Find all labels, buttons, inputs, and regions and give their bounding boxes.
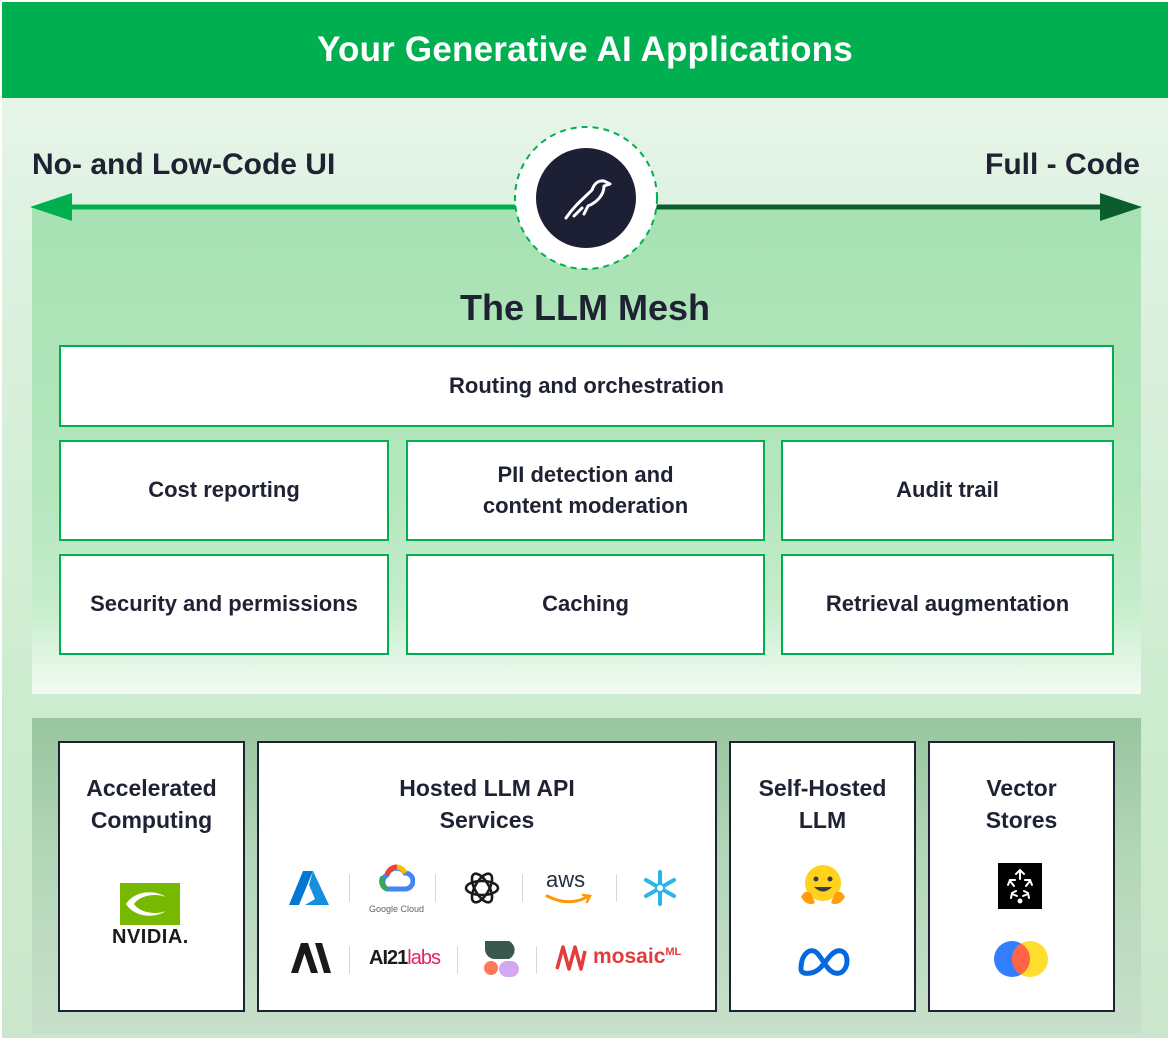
separator — [349, 946, 350, 974]
audit-trail-label: Audit trail — [896, 477, 999, 503]
meta-icon — [798, 948, 850, 976]
ai21-labs-text: labs — [407, 947, 441, 969]
security-label: Security and permissions — [90, 591, 358, 617]
self-hosted-card: Self-Hosted LLM — [729, 741, 916, 1012]
hosted-title: Hosted LLM API Services — [399, 775, 575, 833]
audit-trail-box: Audit trail — [781, 440, 1114, 541]
mosaic-text: mosaic — [593, 945, 666, 968]
mosaic-ml-text: ML — [665, 946, 682, 958]
aws-icon — [545, 893, 592, 904]
pinecone-icon — [998, 863, 1042, 909]
nvidia-wordmark: NVIDIA. — [112, 926, 189, 948]
caching-label: Caching — [542, 591, 629, 617]
huggingface-icon — [801, 865, 845, 905]
vector-stores-card: Vector Stores — [928, 741, 1115, 1012]
bird-logo-icon — [536, 148, 636, 248]
low-code-label: No- and Low-Code UI — [32, 148, 336, 181]
separator — [435, 874, 436, 902]
google-cloud-icon — [379, 864, 415, 892]
hosted-llm-card: Hosted LLM API Services Google Cloud aws — [257, 741, 717, 1012]
retrieval-label: Retrieval augmentation — [825, 591, 1070, 617]
mosaicml-icon — [555, 945, 587, 971]
snowflake-icon — [644, 870, 676, 906]
azure-icon — [289, 871, 329, 905]
separator — [522, 874, 523, 902]
llm-mesh-title: The LLM Mesh — [460, 287, 710, 328]
applications-banner: Your Generative AI Applications — [2, 2, 1168, 98]
mosaic-wordmark: mosaicML — [593, 945, 681, 969]
self-hosted-title: Self-Hosted LLM — [758, 775, 887, 833]
ai21-text: AI21 — [369, 947, 408, 969]
pii-box: PII detection and content moderation — [406, 440, 765, 541]
separator — [536, 946, 537, 974]
pii-label: PII detection and content moderation — [482, 461, 689, 518]
security-box: Security and permissions — [59, 554, 389, 655]
retrieval-box: Retrieval augmentation — [781, 554, 1114, 655]
routing-box: Routing and orchestration — [59, 345, 1114, 427]
spectrum-arrow — [30, 126, 1142, 270]
routing-label: Routing and orchestration — [449, 372, 724, 398]
nvidia-icon — [120, 883, 180, 925]
full-code-label: Full - Code — [985, 148, 1140, 181]
google-cloud-wordmark: Google Cloud — [369, 904, 425, 914]
applications-title: Your Generative AI Applications — [317, 30, 853, 69]
separator — [349, 874, 350, 902]
arrow-left-head — [30, 193, 72, 221]
separator — [616, 874, 617, 902]
chroma-icon — [994, 941, 1048, 977]
accelerated-title: Accelerated Computing — [86, 775, 217, 833]
cost-reporting-label: Cost reporting — [148, 477, 300, 503]
arrow-right-head — [1100, 193, 1142, 221]
separator — [457, 946, 458, 974]
ai21-wordmark: AI21labs — [369, 947, 441, 970]
cohere-icon — [484, 941, 519, 977]
bird-shape — [564, 179, 612, 220]
caching-box: Caching — [406, 554, 765, 655]
openai-icon — [464, 872, 500, 904]
aws-wordmark: aws — [546, 867, 586, 892]
vector-title: Vector Stores — [985, 775, 1058, 833]
accelerated-computing-card: Accelerated Computing NVIDIA. — [58, 741, 245, 1012]
anthropic-icon — [291, 943, 331, 973]
cost-reporting-box: Cost reporting — [59, 440, 389, 541]
